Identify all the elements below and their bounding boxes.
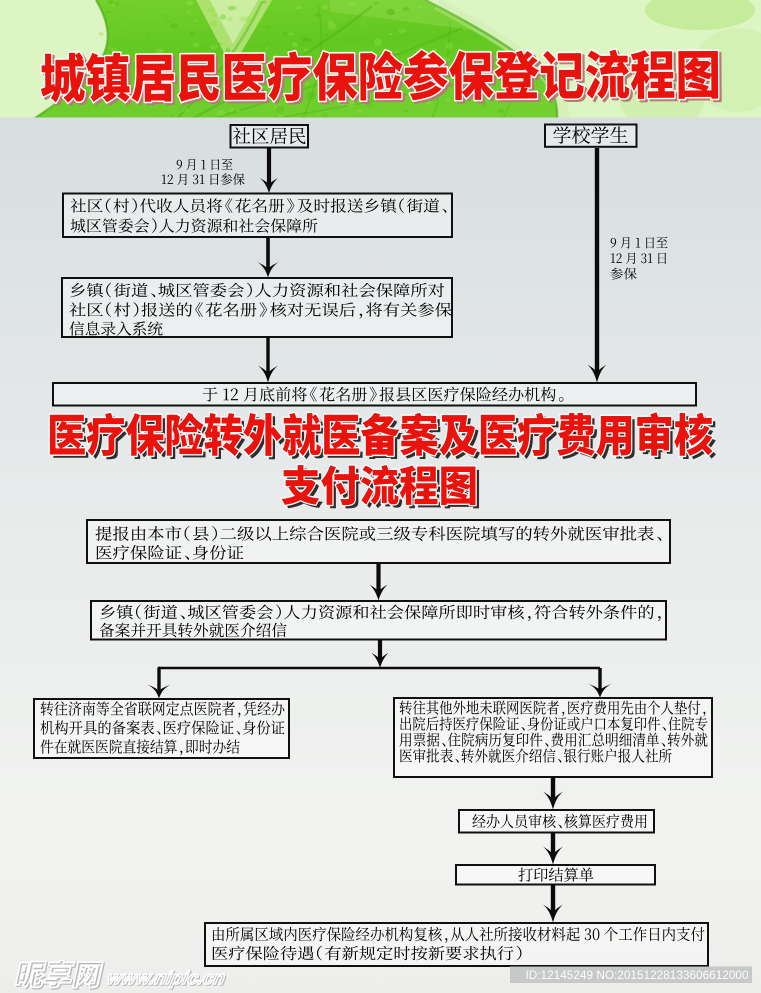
svg-text:www.nipic.cn: www.nipic.cn: [107, 968, 229, 989]
svg-text:ID:12145249 NO:201512281336066: ID:12145249 NO:20151228133606612000: [525, 968, 748, 982]
svg-text:www.nipic.cn: www.nipic.cn: [105, 967, 227, 988]
